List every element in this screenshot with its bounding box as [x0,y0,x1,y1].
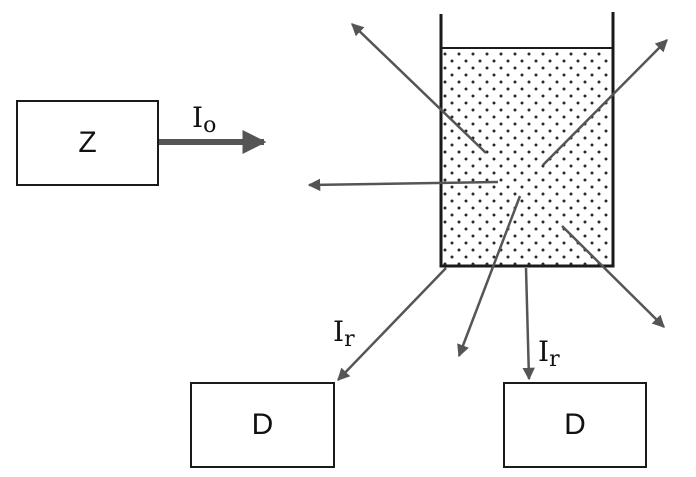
container-vessel [439,12,615,268]
source-box: Z [16,100,159,186]
scattered-ray-left [307,178,499,192]
scattered-left-subscript: r [344,327,355,352]
scattered-ray-upper-right [542,39,668,166]
source-box-label: Z [78,126,97,159]
scattered-intensity-label-right: Ir [538,338,560,371]
scattered-ray-lower-center [457,195,522,358]
liquid-fill [443,48,611,266]
incident-intensity-subscript: o [203,113,217,138]
scattered-ray-upper-left [351,23,487,154]
detector-left-label: D [251,408,274,441]
detector-right-box: D [503,382,647,468]
scattered-right-symbol: I [538,335,550,368]
scattered-intensity-label-left: Ir [333,318,355,351]
scattered-ray-to-right-detector [522,267,535,381]
incident-intensity-symbol: I [192,101,204,134]
scattered-ray-to-left-detector [337,267,447,381]
scattered-right-subscript: r [549,347,560,372]
scattered-ray-lower-right [561,225,665,328]
detector-left-box: D [190,382,335,468]
scattered-left-symbol: I [333,315,345,348]
incident-intensity-label: Io [192,104,216,137]
detector-right-label: D [564,408,586,441]
